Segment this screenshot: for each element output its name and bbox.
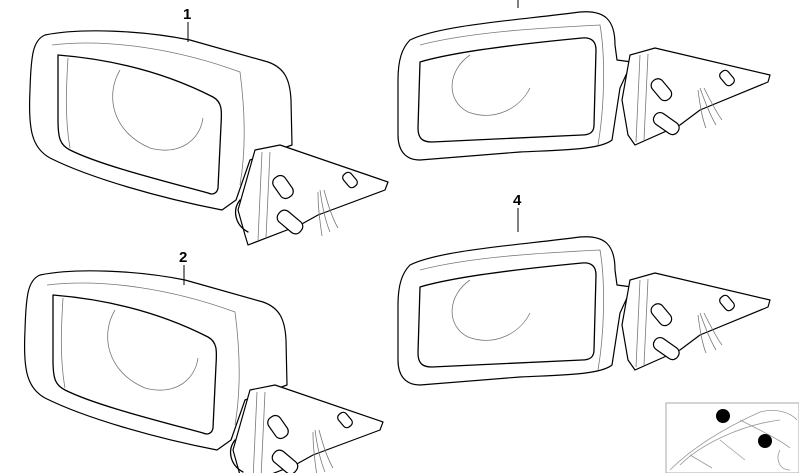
mirror-part-2[interactable] xyxy=(23,270,384,473)
part-label-4[interactable]: 4 xyxy=(513,192,522,209)
location-marker xyxy=(758,434,772,448)
mirror-part-1[interactable] xyxy=(28,30,389,246)
mirror-part-3[interactable] xyxy=(397,11,771,161)
car-location-thumbnail xyxy=(665,402,799,473)
part-label-2[interactable]: 2 xyxy=(179,249,187,266)
location-marker xyxy=(716,409,730,423)
mirror-part-4[interactable] xyxy=(397,236,771,386)
part-label-1[interactable]: 1 xyxy=(183,6,191,23)
